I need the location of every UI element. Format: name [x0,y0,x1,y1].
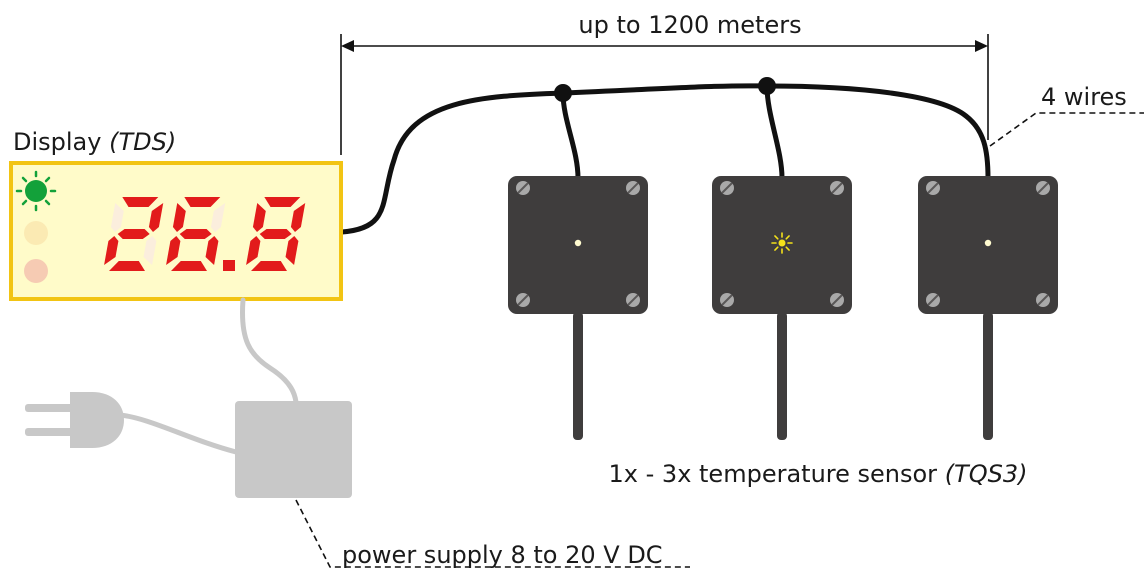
display-readout [104,197,306,271]
display-segment [172,203,186,232]
display-segment [171,261,207,271]
distance-label: up to 1200 meters [578,11,801,39]
sensor-label-model: (TQS3) [945,460,1028,488]
display-segment [104,236,119,265]
power-plug-icon [25,392,124,448]
screw-icon [720,181,734,195]
display-segment [210,203,226,232]
display-led-yellow [24,221,48,245]
screw-icon [1036,293,1050,307]
display-panel [9,161,343,301]
screw-icon [830,293,844,307]
screw-icon [926,293,940,307]
display-digit [104,197,164,271]
display-label: Display (TDS) [13,128,176,156]
sensor-led [984,239,992,247]
screw-icon [516,181,530,195]
screw-icon [626,293,640,307]
display-digit [246,197,306,271]
screw-icon [1036,181,1050,195]
screw-icon [720,293,734,307]
power-adapter [235,401,352,498]
display-model: (TDS) [109,128,176,156]
screw-icon [626,181,640,195]
display-segment [148,203,164,232]
display-segment [205,236,219,265]
display-segment [143,236,157,265]
arrow-right-icon [975,40,988,52]
distance-dimension [340,34,989,155]
wires-label: 4 wires [1041,83,1127,111]
display-segment [179,229,212,239]
sensor-probe [777,312,787,440]
power-cable-display [239,297,299,405]
display-led-red [24,259,48,283]
display-segment [184,197,221,207]
drop-cable-1 [560,90,581,181]
sensor-led [574,239,582,247]
display-segment [264,197,301,207]
temperature-sensor [508,176,648,440]
display-segment [252,203,266,232]
temperature-sensor [712,176,852,440]
display-segment [290,203,306,232]
power-cable-plug [117,412,239,455]
display-segment [251,261,287,271]
sensor-group [508,176,1058,440]
temperature-sensor [918,176,1058,440]
sensor-label-text: 1x - 3x temperature sensor [609,460,938,488]
display-segment [109,261,145,271]
junction-node-2 [758,77,776,95]
led-glow-icon [15,170,57,212]
sensor-probe [983,312,993,440]
display-segment [166,236,181,265]
display-segment [122,197,159,207]
display-segment [259,229,292,239]
bus-cable [339,83,991,235]
display-decimal-point [223,260,235,271]
screw-icon [830,181,844,195]
sensor-probe [573,312,583,440]
power-leader-line [295,499,690,568]
display-led-green [15,170,57,212]
sensor-label: 1x - 3x temperature sensor (TQS3) [609,460,1028,488]
display-segment [117,229,150,239]
junction-node-1 [554,84,572,102]
wires-leader-line [989,112,1144,147]
display-segment [285,236,299,265]
sensor-led-active-icon [771,232,793,254]
display-title: Display [13,128,101,156]
power-supply-label: power supply 8 to 20 V DC [342,541,663,569]
display-digit [166,197,226,271]
display-segment [110,203,124,232]
arrow-left-icon [341,40,354,52]
display-segment [246,236,261,265]
screw-icon [516,293,530,307]
drop-cable-2 [764,83,785,181]
screw-icon [926,181,940,195]
